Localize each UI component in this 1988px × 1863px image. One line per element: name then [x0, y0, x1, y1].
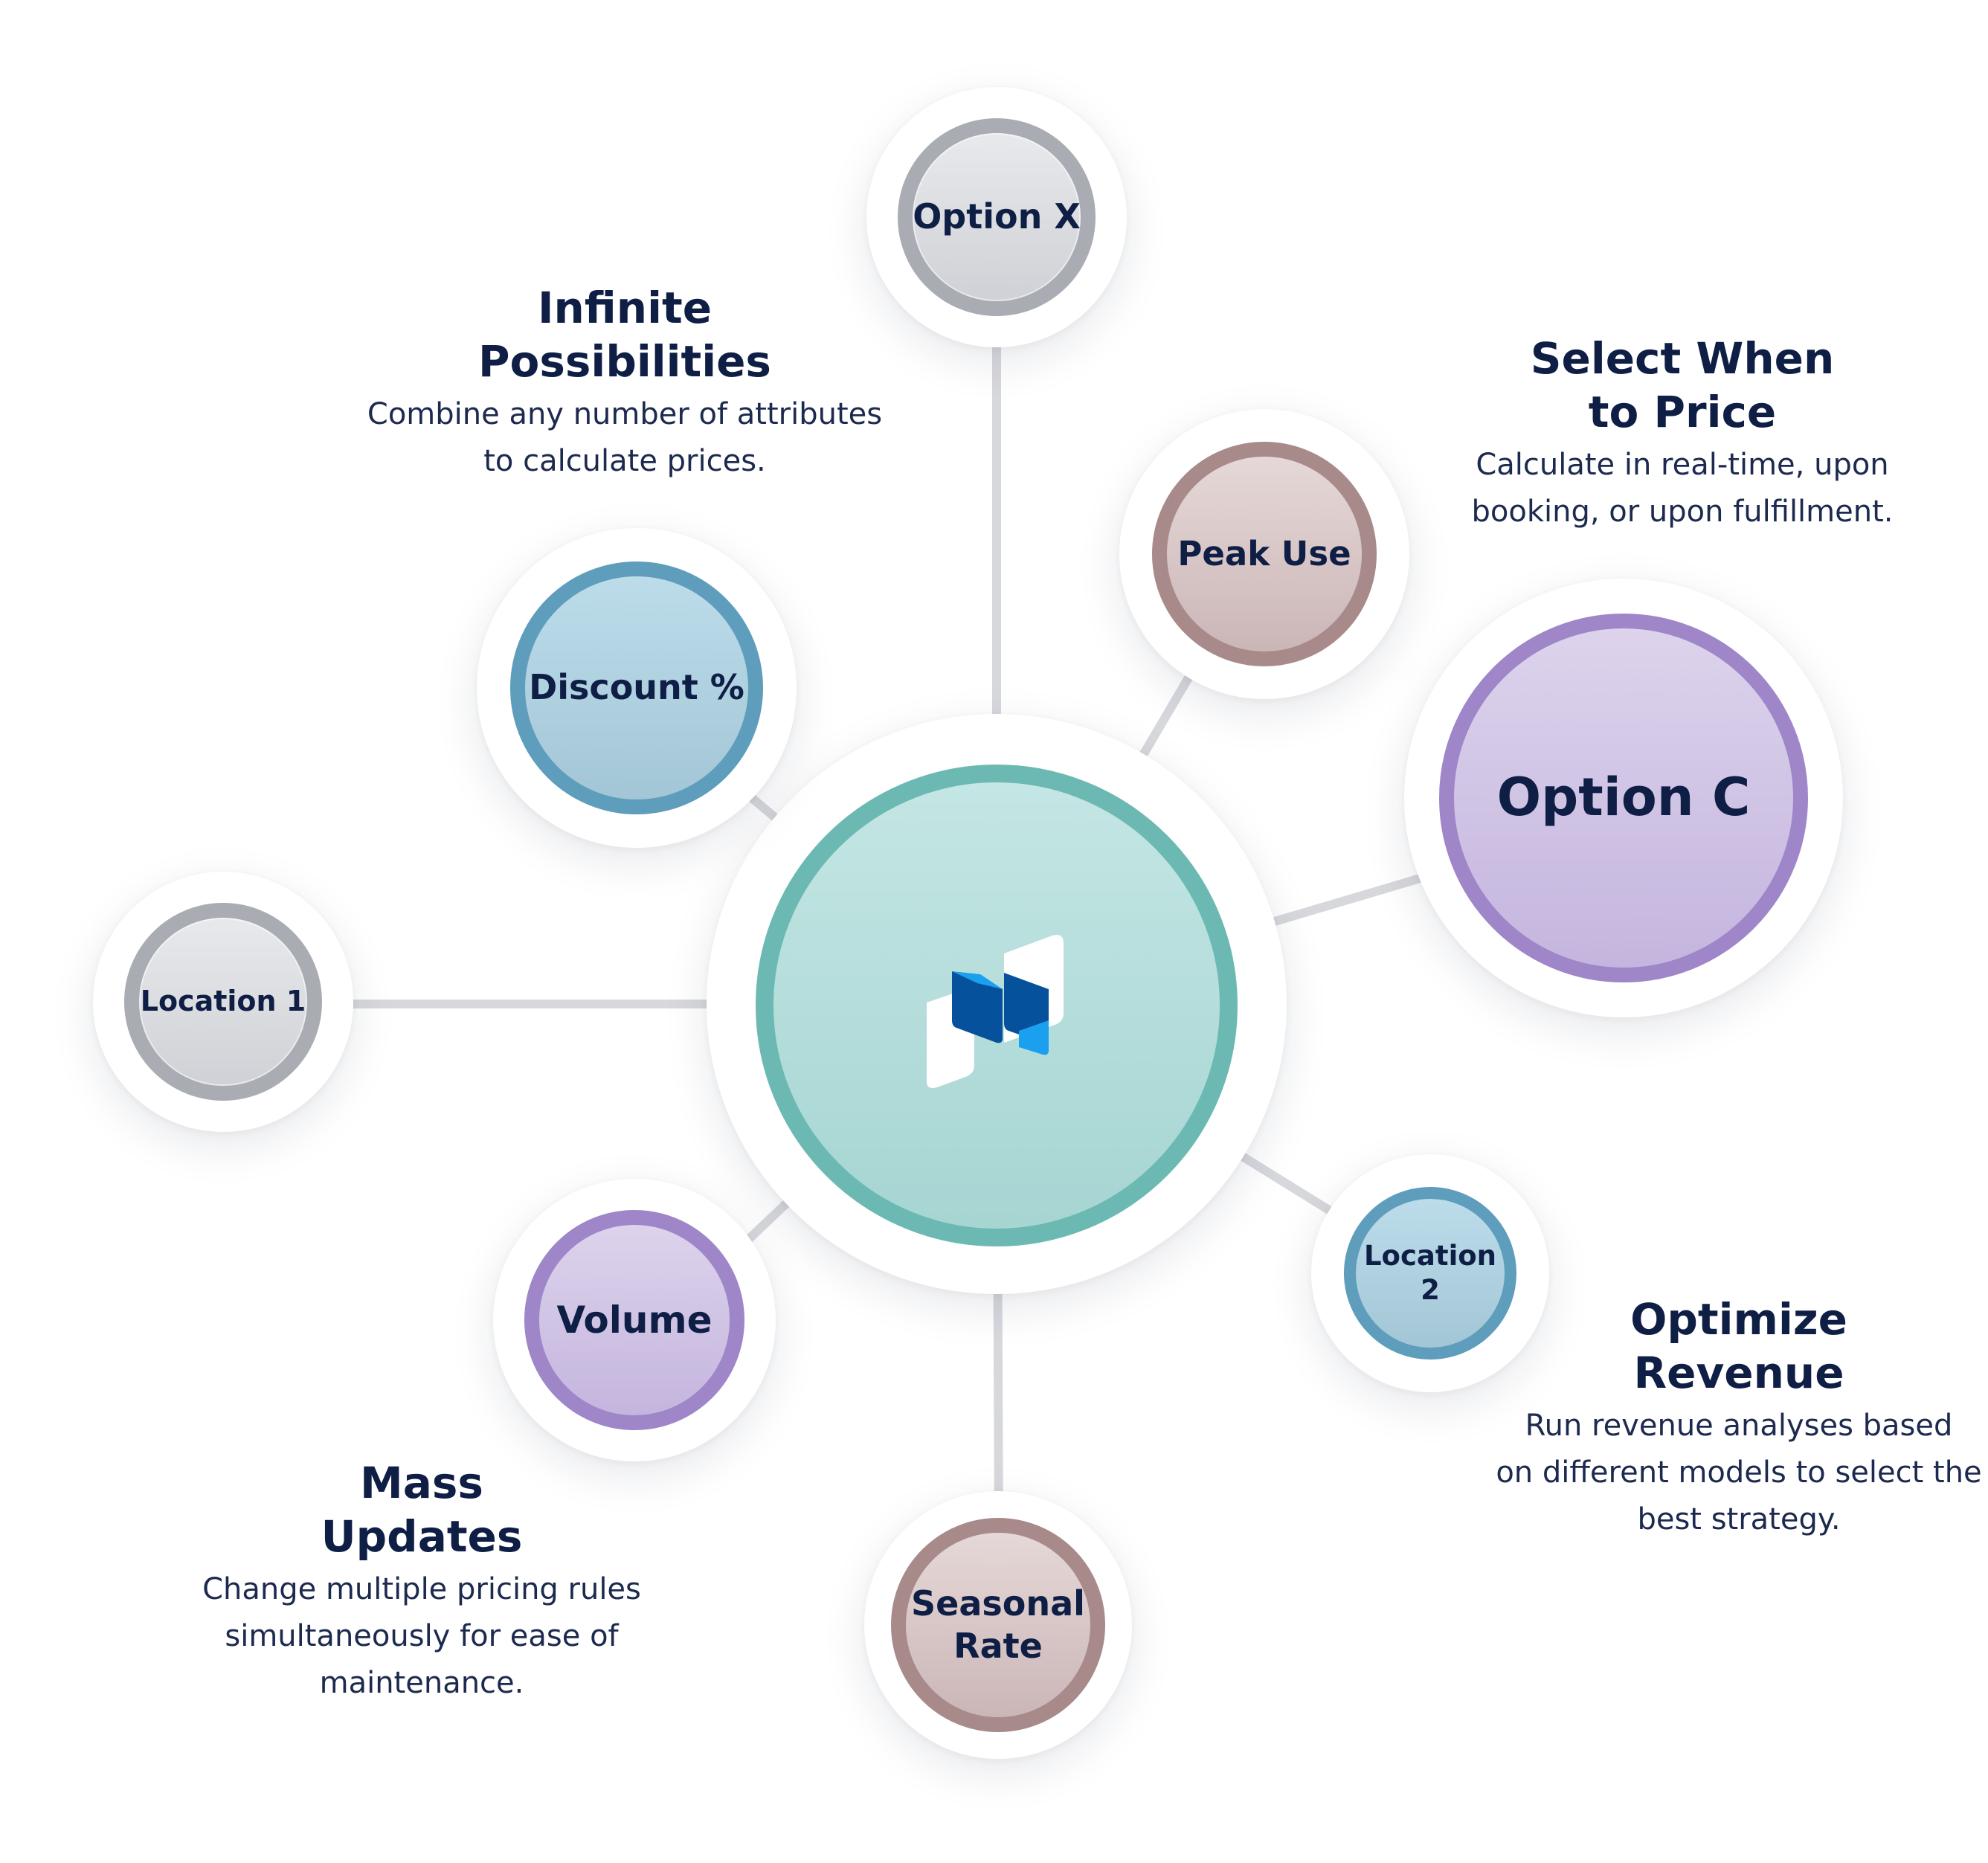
hub-circle: [756, 765, 1238, 1246]
node-label: Option X: [913, 196, 1081, 237]
feature-title-line: Optimize: [1630, 1294, 1847, 1345]
node-label-line-1: Seasonal: [911, 1583, 1085, 1624]
feature-title-line: Revenue: [1633, 1348, 1844, 1398]
node-label: Location 1: [140, 985, 306, 1018]
feature-description: Run revenue analyses based on different …: [1493, 1403, 1984, 1543]
feature-desc-line: Run revenue analyses based: [1525, 1409, 1953, 1443]
node-peak-use[interactable]: Peak Use: [1152, 442, 1377, 666]
node-label: Discount %: [529, 667, 744, 708]
feature-desc-line: on different models to select the: [1496, 1455, 1982, 1490]
node-volume[interactable]: Volume: [524, 1210, 744, 1430]
feature-title: Select When to Price: [1415, 332, 1950, 439]
node-seasonal-rate[interactable]: Seasonal Rate: [891, 1518, 1105, 1732]
feature-desc-line: Calculate in real-time, upon: [1476, 448, 1889, 482]
feature-title: Mass Updates: [139, 1456, 704, 1563]
stacked-blocks-logo-icon: [927, 935, 1064, 1088]
feature-title-line: Mass: [360, 1458, 483, 1508]
feature-infinite-possibilities: Infinite Possibilities Combine any numbe…: [320, 281, 930, 485]
node-option-c[interactable]: Option C: [1439, 614, 1808, 982]
feature-title-line: Select When: [1530, 333, 1835, 384]
feature-description: Change multiple pricing rules simultaneo…: [139, 1566, 704, 1707]
feature-select-when-to-price: Select When to Price Calculate in real-t…: [1415, 332, 1950, 535]
node-label: Option C: [1496, 767, 1751, 828]
feature-desc-line: Combine any number of attributes: [367, 397, 883, 431]
feature-title-line: to Price: [1588, 387, 1777, 437]
node-location-2[interactable]: Location 2: [1344, 1187, 1516, 1360]
node-discount[interactable]: Discount %: [510, 562, 763, 814]
node-label: Volume: [556, 1298, 712, 1342]
feature-desc-line: best strategy.: [1637, 1502, 1841, 1537]
node-label-line-2: Rate: [953, 1626, 1043, 1666]
node-label: Peak Use: [1177, 533, 1351, 573]
node-label: Location 2: [1363, 1239, 1497, 1306]
feature-desc-line: Change multiple pricing rules: [202, 1572, 641, 1606]
feature-title: Infinite Possibilities: [320, 281, 930, 388]
feature-title-line: Updates: [321, 1511, 523, 1562]
feature-title-line: Infinite: [537, 283, 712, 333]
feature-description: Combine any number of attributes to calc…: [320, 391, 930, 485]
feature-desc-line: maintenance.: [319, 1666, 524, 1700]
feature-title: Optimize Revenue: [1493, 1293, 1984, 1400]
feature-mass-updates: Mass Updates Change multiple pricing rul…: [139, 1456, 704, 1707]
feature-desc-line: booking, or upon fulfillment.: [1471, 495, 1894, 529]
feature-desc-line: to calculate prices.: [483, 444, 766, 478]
feature-description: Calculate in real-time, upon booking, or…: [1415, 442, 1950, 535]
feature-desc-line: simultaneously for ease of: [225, 1619, 619, 1653]
feature-title-line: Possibilities: [478, 336, 771, 387]
feature-optimize-revenue: Optimize Revenue Run revenue analyses ba…: [1493, 1293, 1984, 1543]
node-location-1[interactable]: Location 1: [124, 903, 322, 1101]
